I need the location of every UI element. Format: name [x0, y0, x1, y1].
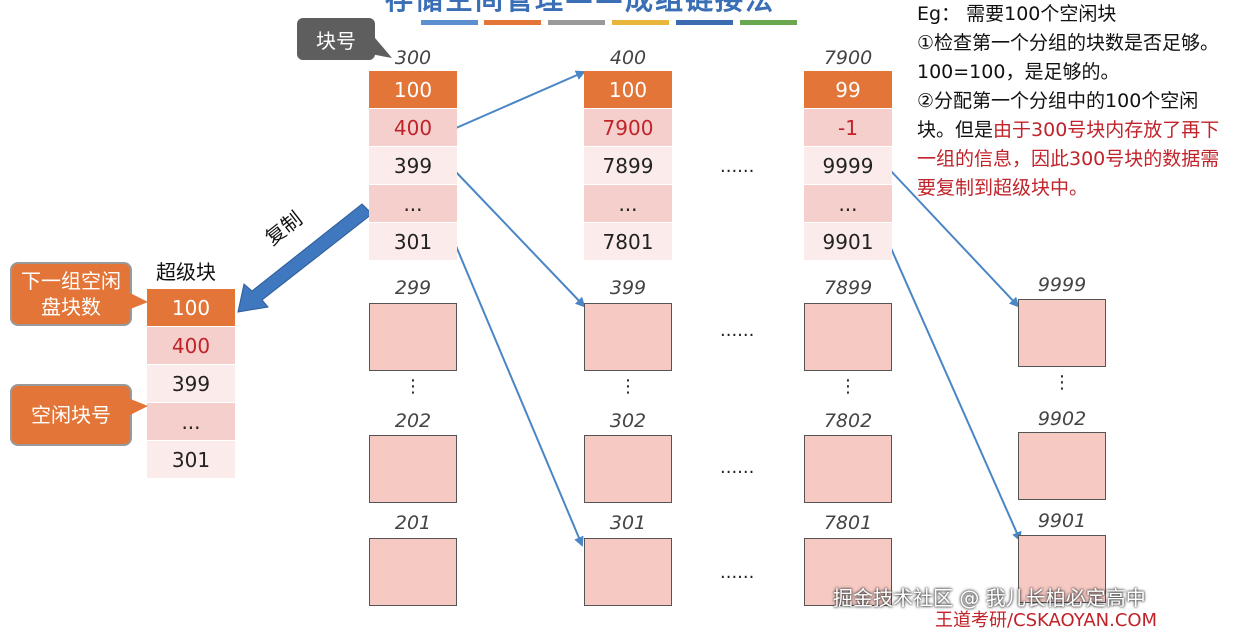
super-block-cell: ...: [147, 403, 235, 440]
callout-free-block-number: 空闲块号: [10, 384, 132, 446]
arrow-301-to-block301: [455, 245, 584, 547]
title-bar-4: [612, 20, 669, 25]
arrow-400-to-group400: [455, 70, 586, 129]
vertical-dots: ⋮: [839, 376, 857, 397]
group-cell: ...: [804, 185, 892, 222]
vertical-dots: ⋮: [404, 376, 422, 397]
block-number-tag-pointer: [360, 38, 392, 58]
block-label: 9999: [1037, 274, 1087, 296]
group-cell: 100: [369, 71, 457, 108]
block-label: 7802: [823, 410, 873, 432]
block-label: 7899: [823, 277, 873, 299]
explanation-note: Eg： 需要100个空闲块 ①检查第一个分组的块数是否足够。100=100，是足…: [917, 0, 1232, 203]
block-label: 299: [394, 277, 432, 299]
group-cell: ...: [369, 185, 457, 222]
title-bar-2: [484, 20, 541, 25]
callout-free-block-pointer: [128, 398, 148, 416]
free-block: [804, 435, 892, 503]
super-block-title: 超级块: [156, 260, 216, 284]
group-cell: 7899: [584, 147, 672, 184]
group-cell: -1: [804, 109, 892, 146]
arrow-9901-to-block9901: [889, 245, 1022, 542]
title-bar-1: [421, 20, 478, 25]
super-block-cell: 100: [147, 289, 235, 326]
super-block-cell: 399: [147, 365, 235, 402]
block-label: 9902: [1037, 408, 1087, 430]
block-label: 399: [609, 277, 647, 299]
free-block: [584, 538, 672, 606]
free-block: [584, 435, 672, 503]
group-cell: 7900: [584, 109, 672, 146]
block-number-tag-label: 块号: [316, 28, 356, 53]
block-label: 202: [394, 410, 432, 432]
group-cell: 7801: [584, 223, 672, 260]
note-line-2: ①检查第一个分组的块数是否足够。100=100，是足够的。: [917, 32, 1220, 83]
horizontal-ellipsis: ......: [720, 457, 755, 478]
note-line-3: ②分配第一个分组中的100个空闲块。但是由于300号块内存放了再下一组的信息，因…: [917, 87, 1232, 203]
horizontal-ellipsis: ......: [720, 156, 755, 177]
group-block-label: 300: [394, 47, 432, 69]
title-bar-3: [548, 20, 605, 25]
copy-arrow: [237, 203, 373, 313]
note-line-1: Eg： 需要100个空闲块: [917, 3, 1117, 25]
callout-next-group-count: 下一组空闲盘块数: [10, 262, 132, 326]
free-block: [1018, 299, 1106, 367]
block-label: 201: [394, 512, 432, 534]
block-label: 301: [609, 512, 647, 534]
watermark-wangdao: 王道考研/CSKAOYAN.COM: [935, 610, 1158, 631]
watermark: 掘金技术社区 @ 我儿长柏必定高中: [833, 586, 1146, 610]
free-block: [369, 435, 457, 503]
group-cell: 9999: [804, 147, 892, 184]
group-cell: 9901: [804, 223, 892, 260]
page-title: 存储空间管理——成组链接法: [385, 0, 775, 18]
block-label: 9901: [1037, 510, 1087, 532]
note-line-3-red: 由于300号块内存放了再下一组的信息，因此300号块的数据需要复制到超级块中。: [917, 119, 1220, 199]
callout-free-block-text: 空闲块号: [31, 403, 111, 427]
callout-next-group-pointer: [128, 292, 148, 310]
super-block-cell: 400: [147, 327, 235, 364]
group-cell: ...: [584, 185, 672, 222]
group-cell: 400: [369, 109, 457, 146]
group-cell: 99: [804, 71, 892, 108]
free-block: [369, 538, 457, 606]
group-cell: 100: [584, 71, 672, 108]
note-line-3-black: ②分配第一个分组中的100个空闲块。但是: [917, 90, 1199, 141]
vertical-dots: ⋮: [619, 376, 637, 397]
title-bar-5: [676, 20, 733, 25]
group-cell: 399: [369, 147, 457, 184]
free-block: [1018, 535, 1106, 603]
free-block: [804, 538, 892, 606]
block-label: 7801: [823, 512, 873, 534]
arrow-399-to-block399: [455, 171, 586, 308]
group-block-label: 7900: [823, 47, 873, 69]
super-block-cell: 301: [147, 441, 235, 478]
block-label: 302: [609, 410, 647, 432]
callout-next-group-text: 下一组空闲盘块数: [21, 269, 121, 319]
horizontal-ellipsis: ......: [720, 562, 755, 583]
vertical-dots: ⋮: [1053, 372, 1071, 393]
horizontal-ellipsis: ......: [720, 320, 755, 341]
free-block: [1018, 432, 1106, 500]
free-block: [584, 303, 672, 371]
free-block: [804, 303, 892, 371]
title-bar-6: [740, 20, 797, 25]
group-cell: 301: [369, 223, 457, 260]
group-block-label: 400: [609, 47, 647, 69]
arrow-9999-to-block9999: [889, 169, 1020, 308]
free-block: [369, 303, 457, 371]
